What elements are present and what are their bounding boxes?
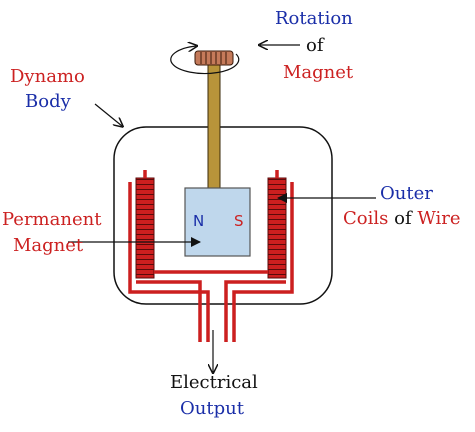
label-wire: Wire [417,208,461,229]
pole-n: N [193,212,205,230]
label-body: Body [25,91,71,112]
rotation-knob [194,50,234,66]
label-coils: Coils [343,208,389,229]
body-pointer-arrow [94,103,122,126]
label-coils-of-wire: Coils of Wire [343,208,461,230]
label-magnet-left: Magnet [13,235,84,256]
knob-ridges [200,52,227,64]
label-of-rotation: of [306,35,324,56]
label-magnet-top: Magnet [283,62,354,83]
label-rotation: Rotation [275,8,353,29]
label-output: Output [180,398,244,419]
label-permanent: Permanent [2,209,102,230]
rotation-arrow-icon [170,46,240,75]
label-outer: Outer [380,183,433,204]
pole-s: S [234,212,244,230]
label-dynamo: Dynamo [10,66,85,87]
label-of-coils: of [394,208,412,229]
coil-wires [128,170,294,342]
right-coil [267,177,287,279]
label-electrical: Electrical [170,372,258,393]
left-coil [135,177,155,279]
magnet-shaft [207,61,221,189]
